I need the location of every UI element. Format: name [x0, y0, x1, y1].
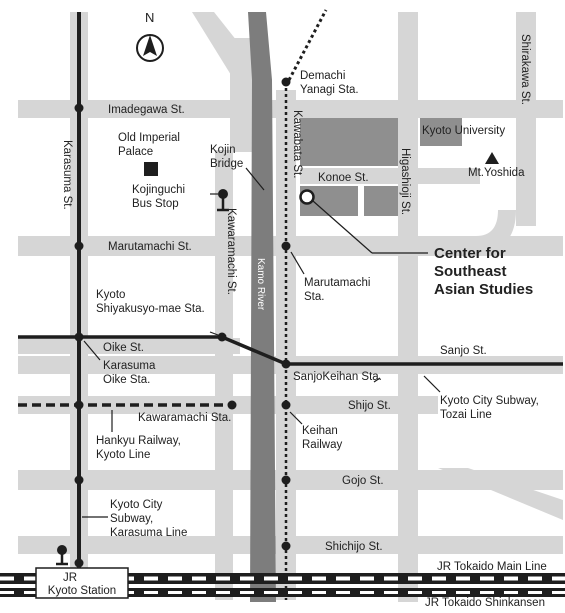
label-karasuma-oike-2: Oike Sta. [103, 374, 150, 386]
label-kawaramachi-sta: Kawaramachi Sta. [138, 412, 231, 424]
label-shirakawa: Shirakawa St. [519, 34, 531, 105]
station-dot-gojo [74, 475, 84, 485]
label-kawabata: Kawabata St. [291, 110, 303, 178]
label-jr-shinkansen: JR Tokaido Shinkansen [425, 597, 545, 608]
label-karasuma-oike-1: Karasuma [103, 360, 156, 372]
station-dot-marutamachi-keihan [281, 241, 291, 251]
jr-kyoto-station-box [35, 567, 129, 599]
bus-stop-icon [217, 189, 229, 212]
station-dot-marutamachi-karasuma [74, 241, 84, 251]
campus-block-nw [300, 118, 398, 166]
jr-tokaido-shinkansen [0, 588, 565, 597]
eizan-line [287, 9, 328, 81]
destination-label-3: Asian Studies [434, 281, 533, 298]
shirakawa-street [516, 12, 536, 226]
label-kyoto-university: Kyoto University [422, 125, 505, 137]
bus-stop-icon-kyoto [56, 545, 68, 566]
station-dot-kawaramachi [227, 400, 237, 410]
station-dot-kyoto [74, 558, 84, 568]
label-marutamachi: Marutamachi St. [108, 241, 192, 253]
label-tozai-2: Tozai Line [440, 409, 492, 421]
station-dot-shichijo [281, 541, 291, 551]
destination-marker [299, 189, 315, 205]
label-mt-yoshida: Mt.Yoshida [468, 167, 525, 179]
kamo-river [248, 12, 276, 602]
label-bus-stop-1: Kojinguchi [132, 184, 185, 196]
station-dot-shiyakusyo [217, 332, 227, 342]
label-karasuma-line-3: Karasuma Line [110, 527, 187, 539]
label-karasuma-line-1: Kyoto City [110, 499, 163, 511]
label-palace-1: Old Imperial [118, 132, 180, 144]
label-shichijo: Shichijo St. [325, 541, 383, 553]
compass-north-label: N [145, 10, 154, 25]
leader-destination [312, 200, 373, 254]
label-kojin-2: Bridge [210, 158, 243, 170]
label-karasuma-line-2: Subway, [110, 513, 153, 525]
campus-block-s [364, 186, 398, 216]
label-palace-2: Palace [118, 146, 153, 158]
label-shiyakusyo-1: Kyoto [96, 289, 125, 301]
destination-label-1: Center for [434, 245, 506, 262]
konoe-street [300, 168, 480, 184]
label-higashioji: Higashioji St. [399, 148, 411, 215]
station-dot-gion-shijo [281, 400, 291, 410]
leader-lines [82, 167, 441, 518]
leader-karasuma-oike [83, 340, 101, 361]
label-konoe: Konoe St. [318, 172, 369, 184]
diagonal-road-southeast [438, 468, 563, 520]
station-dot-kiyomizu-gojo [281, 475, 291, 485]
label-hankyu-2: Kyoto Line [96, 449, 150, 461]
mountain-marker [485, 152, 499, 164]
tozai-subway-line [18, 335, 563, 366]
station-dot-karasuma-oike [74, 332, 84, 342]
label-sanjo: Sanjo St. [440, 345, 487, 357]
shirakawa-curve [412, 210, 516, 254]
diagonal-road-north [192, 12, 260, 96]
station-dot-karasuma-imadegawa [74, 103, 84, 113]
label-keihan-1: Keihan [302, 425, 338, 437]
label-keihan-2: Railway [302, 439, 343, 451]
kamo-river-label: Kamo River [255, 258, 266, 311]
label-tozai-1: Kyoto City Subway, [440, 395, 539, 407]
kawabata-street [276, 90, 296, 600]
higashioji-street [398, 12, 418, 602]
station-dot-demachi [281, 77, 291, 87]
label-oike: Oike St. [103, 342, 144, 354]
label-hankyu-1: Hankyu Railway, [96, 435, 181, 447]
label-shiyakusyo-2: Shiyakusyo-mae Sta. [96, 303, 205, 315]
palace-marker [144, 162, 158, 176]
campus-block-ne [420, 118, 462, 146]
leader-keihan [289, 411, 303, 425]
label-jr-kyoto-2: Kyoto Station [48, 585, 116, 597]
station-dot-sanjo-keihan [281, 359, 291, 369]
label-gojo: Gojo St. [342, 475, 384, 487]
label-bus-stop-2: Bus Stop [132, 198, 179, 210]
label-karasuma: Karasuma St. [61, 140, 73, 210]
north-compass: N [136, 10, 164, 62]
label-kawaramachi: Kawaramachi St. [225, 208, 237, 295]
label-demachi-2: Yanagi Sta. [300, 84, 359, 96]
label-imadegawa: Imadegawa St. [108, 104, 185, 116]
label-sanjo-keihan: SanjoKeihan Sta. [293, 371, 382, 383]
leader-shiyakusyo [209, 331, 219, 336]
label-jr-kyoto-1: JR [63, 572, 77, 584]
label-kojin-1: Kojin [210, 144, 236, 156]
label-jr-main: JR Tokaido Main Line [437, 561, 547, 573]
destination-label-2: Southeast [434, 263, 507, 280]
label-shijo: Shijo St. [348, 400, 391, 412]
kawaramachi-street [215, 150, 233, 600]
leader-marutamachi [290, 251, 305, 275]
station-markers [74, 77, 291, 568]
label-marutamachi-sta-2: Sta. [304, 291, 324, 303]
leader-tozai [423, 375, 441, 393]
jr-tokaido-main-line [0, 573, 565, 584]
leader-kojin-bridge [245, 167, 265, 191]
label-demachi-1: Demachi [300, 70, 345, 82]
station-dot-shijo-karasuma [74, 400, 84, 410]
label-marutamachi-sta-1: Marutamachi [304, 277, 370, 289]
